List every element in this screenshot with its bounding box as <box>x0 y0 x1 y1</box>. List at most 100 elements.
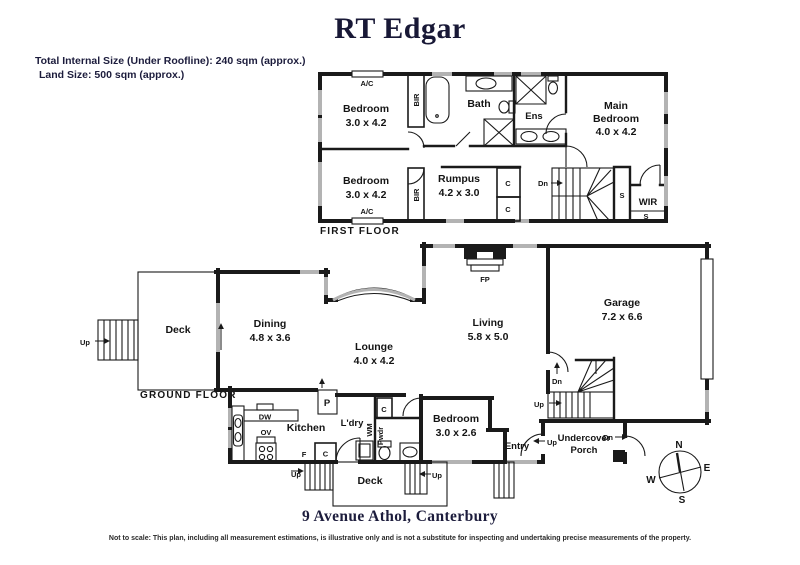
ff-bedroom1-name: Bedroom <box>343 103 389 115</box>
fireplace-hearth-2 <box>470 264 500 272</box>
ens-toilet-tank <box>547 75 559 82</box>
brand-logo-text: RT Edgar <box>334 12 466 45</box>
ground-floor-plan: Up Deck GROUND FLOOR FP Dn Up Undercover… <box>80 242 714 507</box>
porch-up-label: Up <box>547 438 557 447</box>
bath-toilet <box>498 100 510 114</box>
deck-door-swing <box>335 437 361 463</box>
bath-shower <box>483 118 515 147</box>
porch-dn-label: Dn <box>603 433 613 442</box>
first-floor-windows <box>318 72 668 223</box>
pantry-label: P <box>324 398 331 409</box>
dining-dims: 4.8 x 3.6 <box>250 332 291 344</box>
compass-s: S <box>679 495 686 506</box>
burner-3 <box>258 453 266 461</box>
porch-line2: Porch <box>571 445 598 456</box>
fireplace-hearth-1 <box>466 258 504 266</box>
living-name: Living <box>473 317 504 329</box>
first-floor-stair-treads <box>552 167 615 222</box>
bir-label-bottom: BIR <box>412 188 421 202</box>
island-appliance <box>256 403 274 411</box>
ground-floor-title: GROUND FLOOR <box>140 390 237 401</box>
ov-label: OV <box>261 428 272 437</box>
ens-shower <box>515 75 547 105</box>
main-bedroom-dims: 4.0 x 4.2 <box>596 126 637 138</box>
lounge-dims: 4.0 x 4.2 <box>354 355 395 367</box>
pantry-box <box>317 389 338 415</box>
pwdr-basin <box>402 446 418 458</box>
ens-toilet <box>547 81 559 95</box>
bath-basin <box>475 77 497 90</box>
burner-4 <box>266 453 274 461</box>
ground-floor-windows <box>216 244 709 464</box>
laundry-label: L'dry <box>341 418 365 429</box>
ens-label: Ens <box>525 111 542 122</box>
deck-left-label: Deck <box>165 324 190 336</box>
compass: N E S W <box>646 440 710 506</box>
shelf-label-1: S <box>619 191 624 200</box>
dining-name: Dining <box>254 318 287 330</box>
garage-dims: 7.2 x 6.6 <box>602 311 643 323</box>
garage-door <box>700 258 714 380</box>
bay-window-glass <box>332 288 416 302</box>
property-address: 9 Avenue Athol, Canterbury <box>302 508 498 525</box>
dw-label: DW <box>259 413 272 422</box>
porch-pier <box>613 450 625 462</box>
kitchen-closet-label: C <box>323 450 329 459</box>
entry-label: Entry <box>505 441 530 452</box>
deck-steps-mid-box <box>404 461 428 495</box>
first-floor-stairs-box <box>551 167 615 222</box>
first-floor-title: FIRST FLOOR <box>320 226 400 237</box>
main-bedroom-line2: Bedroom <box>593 113 639 125</box>
ac-label-bottom: A/C <box>361 207 375 216</box>
fireplace-opening <box>477 252 493 259</box>
garage-name: Garage <box>604 297 640 309</box>
compass-n: N <box>675 440 682 451</box>
burner-1 <box>258 445 266 453</box>
bathtub-drain <box>435 114 439 118</box>
wm-label: WM <box>365 423 374 436</box>
kitchen-label: Kitchen <box>287 422 326 434</box>
kitchen-counter-left <box>231 405 245 463</box>
deck-steps-left-up: Up <box>291 470 301 479</box>
lounge-name: Lounge <box>355 341 393 353</box>
bir-label-top: BIR <box>412 93 421 107</box>
fireplace-label: FP <box>480 275 490 284</box>
compass-circle <box>658 450 702 494</box>
sink-bowl-1 <box>234 417 242 429</box>
first-floor-door-swings <box>407 113 661 186</box>
bath-label: Bath <box>467 98 490 110</box>
first-floor-plan: A/C A/C BIR BIR C C Dn S <box>318 70 668 237</box>
internal-size-text: Total Internal Size (Under Roofline): 24… <box>35 55 306 67</box>
pwdr-label: Pwdr <box>376 427 385 445</box>
ground-stairs-lower-box <box>547 391 615 419</box>
ground-bedroom-dims: 3.0 x 2.6 <box>436 427 477 439</box>
washing-machine <box>355 440 374 461</box>
bath-vanity <box>465 75 513 92</box>
wir-label: WIR <box>639 197 658 208</box>
deck-steps-mid-treads <box>409 462 421 494</box>
bir-robe-top <box>407 73 425 128</box>
first-floor-interior-walls <box>318 72 668 223</box>
ground-up-label: Up <box>534 400 544 409</box>
rumpus-name: Rumpus <box>438 173 480 185</box>
pwdr-toilet <box>378 445 391 461</box>
ff-bedroom2-dims: 3.0 x 4.2 <box>346 189 387 201</box>
compass-w: W <box>646 475 656 486</box>
deck-bottom-outline <box>332 461 448 507</box>
shelf-label-2: S <box>643 212 648 221</box>
ens-basin-right <box>542 130 560 143</box>
deck-left-up-label: Up <box>80 338 90 347</box>
ens-vanity <box>515 128 567 145</box>
hall-closet-label: C <box>381 405 387 414</box>
kitchen-sink-unit <box>232 414 244 447</box>
porch-line1: Undercover <box>558 433 611 444</box>
deck-bottom-label: Deck <box>357 475 382 487</box>
bathtub <box>425 76 450 124</box>
entry-step-treads <box>498 462 510 498</box>
ac-label-top: A/C <box>361 79 375 88</box>
bir-robe-bottom <box>407 167 425 222</box>
disclaimer-text: Not to scale: This plan, including all m… <box>109 535 691 542</box>
deck-steps-left-treads <box>309 462 331 490</box>
